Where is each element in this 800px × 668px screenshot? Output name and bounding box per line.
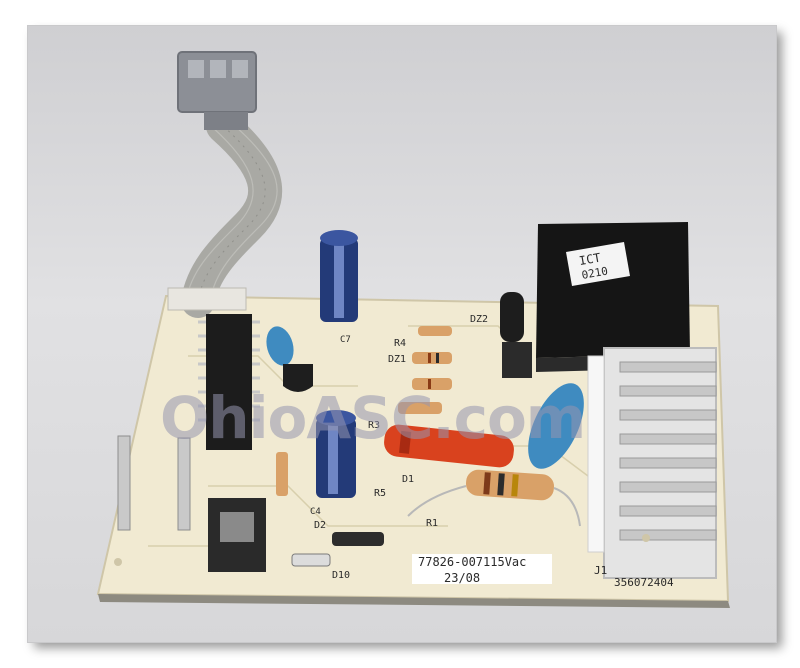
mounting-hole xyxy=(642,534,650,542)
label-dz1: DZ1 xyxy=(388,354,406,365)
terminal-block xyxy=(587,347,717,579)
watermark-text: OhioASC.com xyxy=(160,384,586,452)
cable-connector xyxy=(177,51,257,130)
left-pin-headers xyxy=(117,435,191,531)
small-resistors xyxy=(398,326,452,414)
tan-resistor xyxy=(466,469,554,501)
relay-label-sticker xyxy=(566,242,630,286)
label-d10: D10 xyxy=(332,570,350,581)
switch-component xyxy=(208,498,266,572)
relay-label-text: ICT 0210 xyxy=(578,251,609,282)
part-number-sticker xyxy=(412,554,552,584)
ribbon-stripes xyxy=(185,125,278,302)
circuit-board-photo: ICT 0210 xyxy=(96,51,730,608)
label-c7: C7 xyxy=(340,335,351,345)
mounting-hole xyxy=(114,558,122,566)
resistor-leads xyxy=(407,485,581,527)
transistor xyxy=(283,364,313,392)
board-header xyxy=(167,287,247,311)
diode-d10 xyxy=(291,553,331,567)
blue-disc-capacitor xyxy=(266,326,294,366)
ribbon-cable xyxy=(181,109,283,318)
label-dz2: DZ2 xyxy=(470,314,488,325)
label-r5: R5 xyxy=(374,488,386,499)
photo-frame: ICT 0210 xyxy=(28,26,776,642)
relay-transistor xyxy=(500,292,524,342)
electrolytic-capacitor-c4 xyxy=(316,410,356,498)
label-r4: R4 xyxy=(394,338,406,349)
label-j1: J1 xyxy=(594,564,607,577)
blue-y-capacitor xyxy=(528,383,584,469)
diode-d2 xyxy=(332,532,384,546)
electrolytic-capacitor-c7 xyxy=(320,230,358,322)
svg-text:0210: 0210 xyxy=(581,264,609,281)
label-serial: 356072404 xyxy=(614,576,674,589)
label-r1: R1 xyxy=(426,518,438,529)
label-c4: C4 xyxy=(310,507,321,517)
pcb-edge-shadow xyxy=(98,594,730,608)
svg-text:ICT: ICT xyxy=(578,251,602,269)
label-d1: D1 xyxy=(402,474,414,485)
label-d2: D2 xyxy=(314,520,326,531)
red-power-resistor xyxy=(384,424,514,468)
date-code-text: 23/08 xyxy=(444,571,480,585)
diode-small xyxy=(276,452,288,496)
part-number-text: 77826-007115Vac xyxy=(418,555,526,569)
label-r3: R3 xyxy=(368,420,380,431)
ic-chip xyxy=(198,314,260,450)
